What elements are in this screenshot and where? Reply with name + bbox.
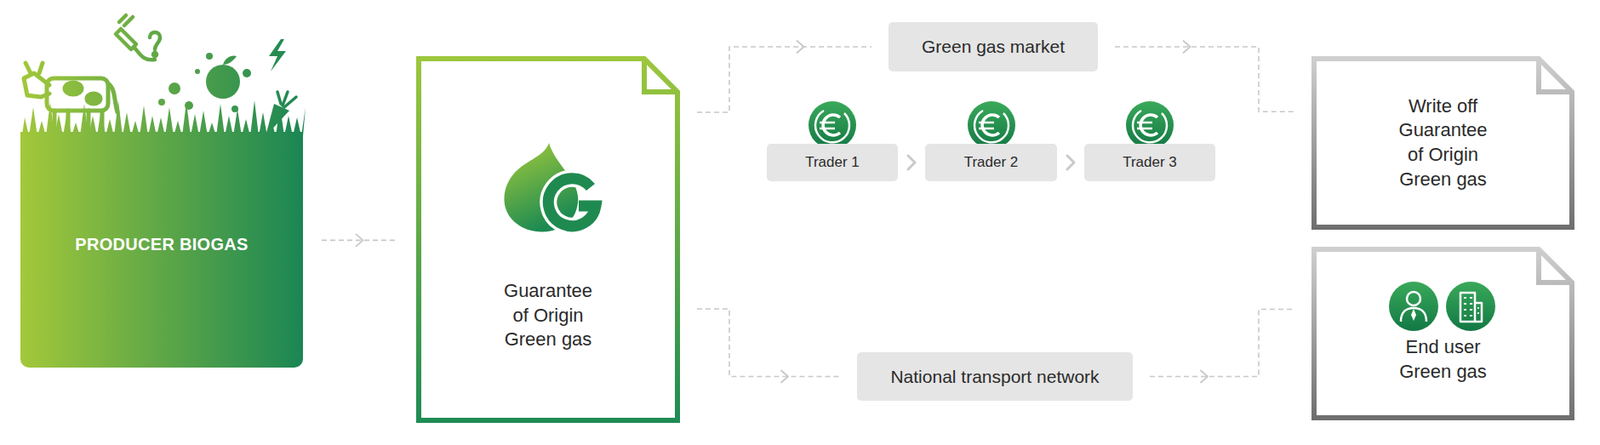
block-label: PRODUCER BIOGAS (74, 233, 248, 256)
producer-block: PRODUCER BIOGAS (20, 131, 303, 368)
flow-connector (697, 308, 840, 383)
building-icon (1460, 292, 1482, 322)
dots (194, 68, 200, 75)
document-fold (644, 58, 678, 92)
document-border (418, 58, 678, 421)
bolt-icon (268, 39, 286, 72)
box-label: Trader 3 (1122, 153, 1178, 172)
green-gas-logo (503, 142, 596, 232)
fruit-icon (222, 55, 237, 65)
arrow-head (797, 40, 805, 53)
plug-icon (119, 15, 133, 26)
document-outline (416, 56, 680, 423)
document-node: Write off Guarantee of Origin Green gas (1311, 56, 1575, 230)
cow-icon (64, 82, 82, 95)
document-fold (1538, 58, 1572, 92)
flow-connector (697, 40, 872, 113)
box-label: Write off Guarantee of Origin Green gas (1390, 94, 1497, 192)
arrow-head (908, 155, 915, 170)
building-icon (1445, 281, 1496, 332)
person-icon (1388, 281, 1439, 332)
dashed-line (1114, 46, 1295, 112)
dashed-line (697, 308, 840, 378)
person-icon (1406, 291, 1421, 306)
cow-icon (23, 62, 118, 137)
flow-connector (1067, 155, 1075, 170)
flow-connector (321, 234, 398, 246)
fruit-icon (205, 55, 240, 99)
flow-connector (1149, 308, 1295, 383)
document-node: End user Green gas (1311, 246, 1575, 421)
plug-icon (153, 52, 157, 57)
document-fold (1538, 249, 1572, 283)
document-border (1314, 58, 1572, 228)
arrow-head (1067, 155, 1075, 170)
plug-icon (149, 32, 160, 50)
stage-box: National transport network (857, 352, 1133, 401)
person-icon (1400, 308, 1427, 322)
flow-connector (908, 155, 915, 170)
person-icon (1411, 308, 1417, 321)
carrot-icon (277, 91, 297, 108)
euro-icons (1125, 101, 1174, 149)
fruit-icon (205, 64, 240, 99)
trader-box: Trader 3 (1084, 143, 1216, 182)
arrow-head (356, 234, 364, 246)
dashed-line (697, 46, 872, 113)
stage-box: Green gas market (888, 22, 1098, 72)
green-gas-logo (548, 178, 596, 227)
document-outline (1311, 56, 1575, 230)
flow-connector (1114, 40, 1295, 112)
arrow-head (1200, 371, 1208, 383)
building-icon (1463, 297, 1480, 316)
box-label: National transport network (890, 365, 1099, 389)
dots (158, 98, 166, 106)
plug-icon (115, 28, 137, 50)
dots (231, 105, 239, 113)
dashed-line (1149, 308, 1295, 377)
bolt-icon (268, 39, 286, 72)
box-label: Green gas market (921, 34, 1065, 58)
box-label: Guarantee of Origin Green gas (497, 279, 599, 353)
dots (205, 52, 213, 60)
document-outline (1311, 246, 1575, 421)
box-label: End user Green gas (1396, 335, 1491, 384)
dots (184, 101, 194, 110)
dots (168, 82, 181, 95)
euro-icons (808, 101, 1174, 149)
building-icon (1445, 281, 1496, 332)
arrow-head (1183, 40, 1191, 53)
box-label: Trader 1 (805, 153, 860, 172)
dots (158, 52, 252, 113)
cow-icon (25, 62, 43, 74)
trader-box: Trader 2 (925, 143, 1058, 182)
carrot-icon (265, 91, 297, 137)
arrow-head (781, 371, 789, 383)
plug-icon (115, 15, 160, 60)
cow-icon (46, 78, 109, 111)
cow-icon (108, 83, 118, 113)
cow-icon (23, 73, 50, 98)
dots (242, 68, 252, 78)
box-label: Trader 2 (964, 153, 1019, 172)
cow-icon (86, 93, 101, 104)
document-border (1314, 249, 1572, 418)
dashed-line (321, 240, 398, 242)
person-icon (1388, 281, 1439, 332)
trader-box: Trader 1 (766, 143, 898, 182)
document-node: Guarantee of Origin Green gas (416, 56, 680, 423)
green-gas-logo (548, 178, 596, 227)
euro-icons (808, 101, 857, 149)
euro-icons (967, 101, 1016, 149)
